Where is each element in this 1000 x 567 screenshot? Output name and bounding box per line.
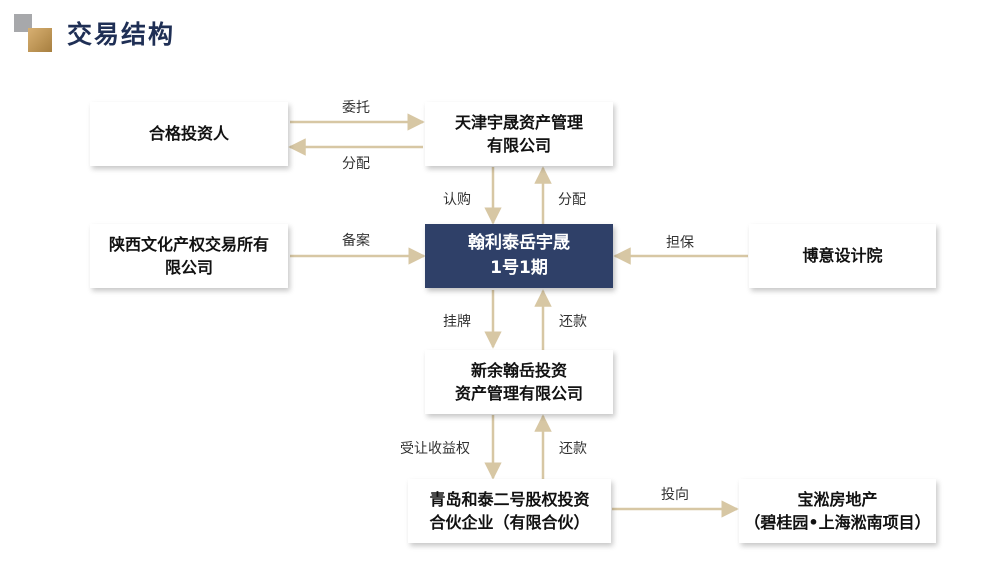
label-transfer-income: 受让收益权: [400, 441, 470, 457]
node-xinyu-hanyue: 新余翰岳投资 资产管理有限公司: [425, 350, 613, 414]
node-boyi-design: 博意设计院: [749, 224, 936, 288]
node-qingdao-hetai: 青岛和泰二号股权投资 合伙企业（有限合伙）: [408, 479, 611, 543]
node-center-product: 翰利泰岳宇晟 1号1期: [425, 224, 613, 288]
label-repay-mid: 还款: [559, 314, 587, 330]
node-qualified-investor: 合格投资人: [90, 102, 288, 166]
node-shaanxi-exchange: 陕西文化产权交易所有 限公司: [90, 224, 288, 288]
label-distribute-top: 分配: [342, 156, 370, 172]
label-subscribe: 认购: [443, 192, 471, 208]
label-entrust: 委托: [342, 100, 370, 116]
label-listing: 挂牌: [443, 314, 471, 330]
brand-logo-icon: [14, 14, 54, 54]
node-tianjin-yusheng: 天津宇晟资产管理 有限公司: [425, 102, 613, 166]
page-title: 交易结构: [67, 20, 176, 49]
node-baosong-realestate: 宝淞房地产 （碧桂园•上海淞南项目）: [739, 479, 936, 543]
label-repay-bottom: 还款: [559, 441, 587, 457]
label-invest: 投向: [661, 487, 689, 503]
label-filing: 备案: [342, 233, 370, 249]
label-guarantee: 担保: [666, 235, 694, 251]
label-distribute-mid: 分配: [558, 192, 586, 208]
